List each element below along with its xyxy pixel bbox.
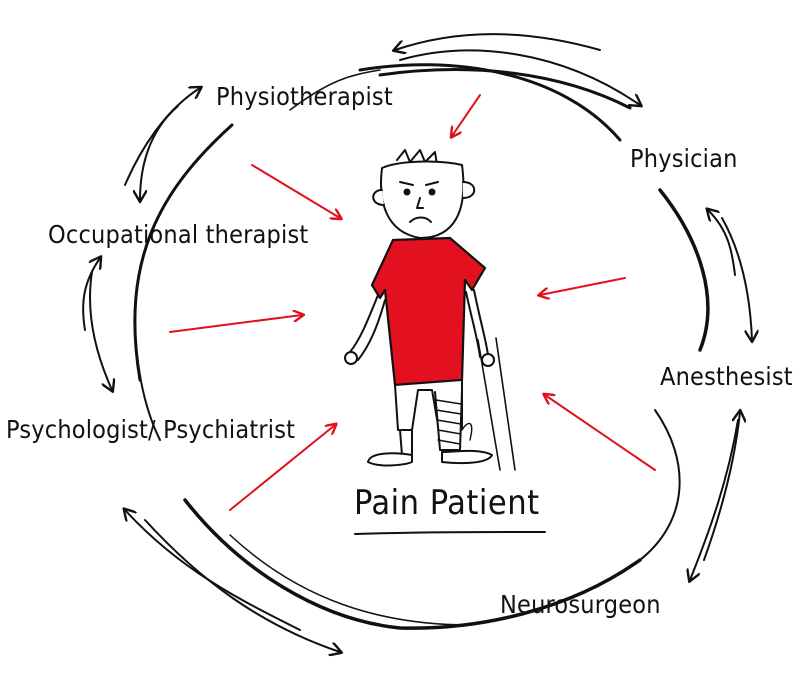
role-label-physician: Physician [630,144,738,173]
role-label-neurosurgeon: Neurosurgeon [500,590,661,619]
role-label-occupational-therapist: Occupational therapist [48,220,309,249]
role-label-psychologist-psychiatrist: Psychologist/ Psychiatrist [6,415,296,444]
cycle-arrows [82,33,752,652]
role-label-physiotherapist: Physiotherapist [216,82,393,111]
center-label-underline [354,531,546,535]
patient-figure [344,149,516,471]
center-label-pain-patient: Pain Patient [354,483,540,523]
role-label-anesthesist: Anesthesist [660,362,793,391]
red-pointer-arrows [169,94,656,511]
